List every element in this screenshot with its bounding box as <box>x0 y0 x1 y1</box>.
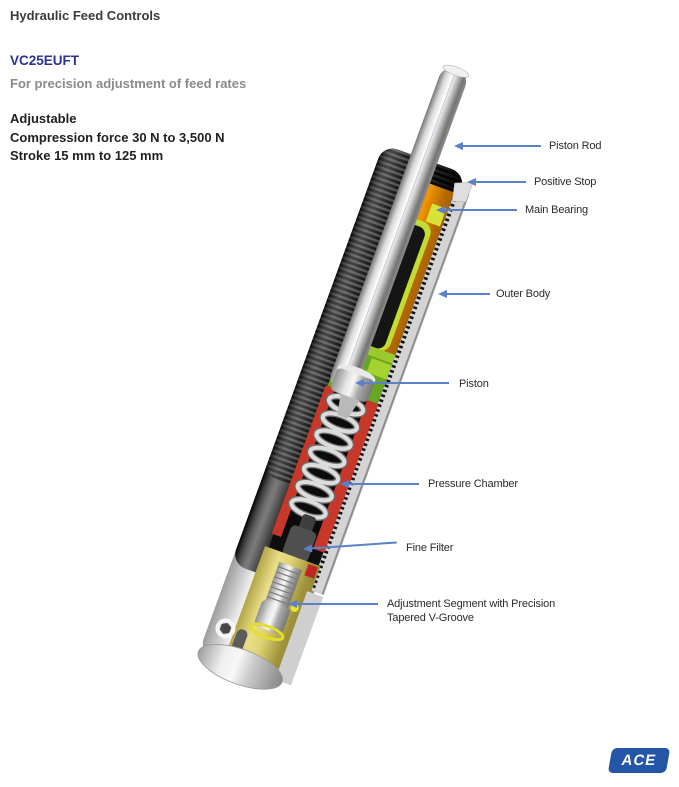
rod-tip <box>442 64 470 78</box>
serration-line <box>310 193 459 590</box>
label-positive-stop: Positive Stop <box>534 176 597 188</box>
spec-stroke: Stroke 15 mm to 125 mm <box>10 148 164 163</box>
fine-filter <box>282 525 317 562</box>
label-adjustment-segment-line2: Tapered V-Groove <box>387 611 474 624</box>
pressure-chamber-wall-left <box>271 385 336 537</box>
spec-adjustable: Adjustable <box>10 111 77 126</box>
cap-bottom-face <box>197 644 283 690</box>
edge-highlight <box>321 193 470 595</box>
label-adjustment-segment: Adjustment Segment with Precision Tapere… <box>387 598 567 625</box>
label-arrow-piston <box>355 378 449 387</box>
label-arrow-pressure-chamber <box>340 479 419 488</box>
hex-socket <box>219 623 232 634</box>
ace-logo-text: ACE <box>620 752 658 769</box>
cut-edge <box>309 189 470 596</box>
v-groove-ring <box>249 622 285 642</box>
label-main-bearing: Main Bearing <box>525 204 589 216</box>
piston-valve <box>337 393 360 419</box>
label-fine-filter: Fine Filter <box>406 542 454 554</box>
screw-threads <box>266 566 301 606</box>
label-arrow-adjustment-segment <box>288 599 378 608</box>
label-piston: Piston <box>459 378 489 390</box>
label-arrow-outer-body <box>438 289 490 298</box>
pressure-chamber-wall-right <box>313 400 379 553</box>
label-arrow-positive-stop <box>467 177 526 186</box>
spec-compression-force: Compression force 30 N to 3,500 N <box>10 129 225 145</box>
rod-reflection <box>342 74 455 381</box>
label-arrow-main-bearing <box>436 205 517 214</box>
product-tagline: For precision adjustment of feed rates <box>10 76 247 91</box>
product-specs: Adjustable Compression force 30 N to 3,5… <box>10 110 225 166</box>
seal-block <box>366 358 392 380</box>
page-title: Hydraulic Feed Controls <box>10 8 161 23</box>
label-outer-body: Outer Body <box>496 288 551 300</box>
label-pressure-chamber: Pressure Chamber <box>428 478 518 490</box>
cutaway-assembly <box>197 64 474 690</box>
label-piston-rod: Piston Rod <box>549 140 602 152</box>
product-model: VC25EUFT <box>10 53 80 68</box>
ace-logo: ACE <box>607 748 671 773</box>
cap-cut-face <box>275 591 324 686</box>
positive-stop <box>451 181 474 203</box>
segment-port <box>304 563 318 579</box>
label-arrow-piston-rod <box>454 141 541 150</box>
piston <box>330 368 374 402</box>
label-adjustment-segment-line1: Adjustment Segment with Precision <box>387 598 556 610</box>
